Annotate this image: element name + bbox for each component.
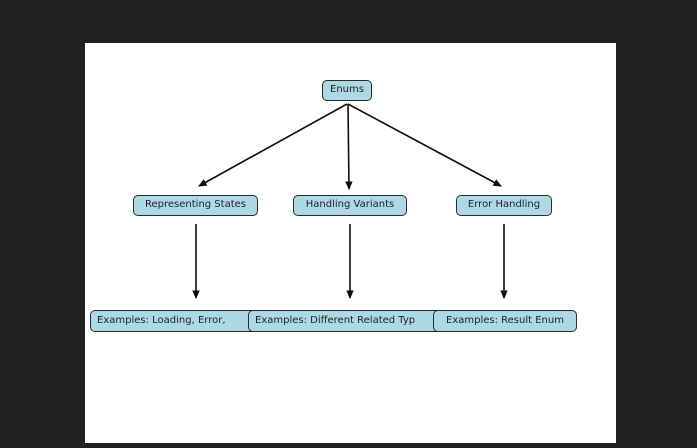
node-handling-variants: Handling Variants (293, 195, 407, 216)
node-error-handling: Error Handling (456, 195, 552, 216)
node-examples-error-handling: Examples: Result Enum (433, 310, 577, 332)
node-examples-handling-variants: Examples: Different Related Typ (248, 310, 452, 332)
edge-enums-to-representing-states (198, 103, 348, 187)
node-enums: Enums (322, 80, 372, 101)
edge-enums-to-handling-variants (345, 103, 353, 190)
edge-enums-to-error-handling (347, 103, 502, 187)
diagram-canvas: Enums Representing States Handling Varia… (85, 43, 616, 443)
connector-arrows (192, 103, 508, 299)
node-representing-states: Representing States (133, 195, 258, 216)
